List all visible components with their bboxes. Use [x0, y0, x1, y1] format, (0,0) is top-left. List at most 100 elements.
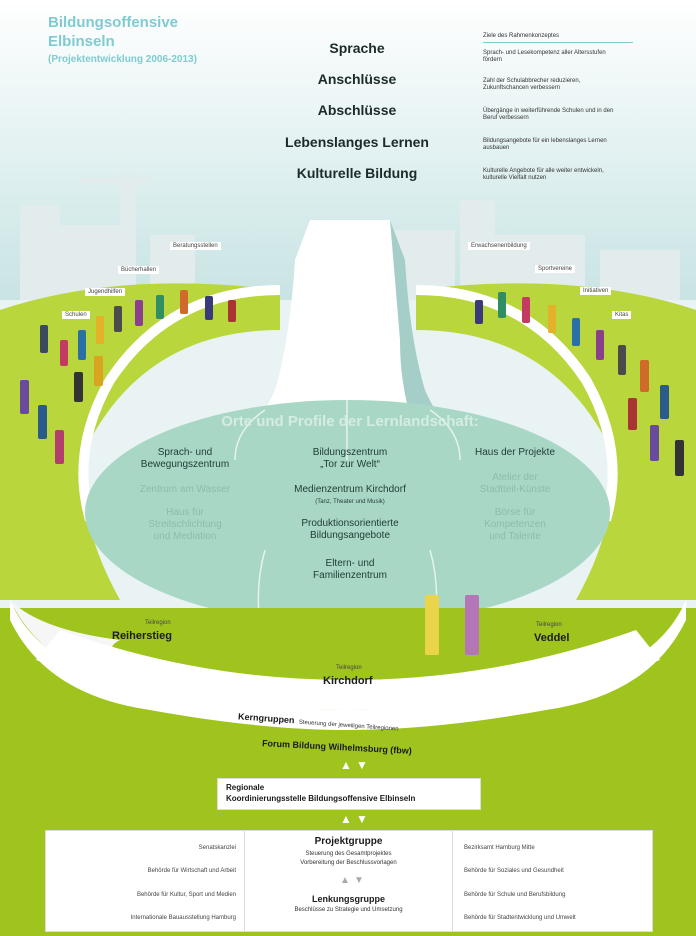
institution-label: Bücherhallen: [118, 266, 160, 274]
region-prefix: Teilregion: [536, 622, 562, 628]
projektgruppe-desc: Steuerung des Gesamtprojektes: [305, 851, 392, 857]
landscape-item: Familienzentrum: [313, 570, 387, 581]
person-figure: [74, 372, 83, 402]
person-figure: [596, 330, 604, 360]
person-figure: [78, 330, 86, 360]
building: [460, 200, 495, 300]
arrow-down-icon: ▼: [354, 875, 364, 886]
authority-label: Internationale Bauausstellung Hamburg: [130, 915, 236, 921]
arrow-up-icon: ▲: [340, 758, 352, 772]
landscape-item: Produktionsorientierte: [301, 518, 399, 529]
institution-label: Kitas: [612, 311, 632, 319]
goal-description: Bildungsangebote für ein lebenslanges Le…: [483, 138, 607, 151]
landscape-item: Atelier der: [492, 472, 538, 483]
goal-label: Anschlüsse: [317, 71, 397, 87]
goal-label: Sprache: [329, 40, 385, 56]
goal-description: Kulturelle Angebote für alle weiter entw…: [483, 168, 604, 181]
institution-label: Sportvereine: [535, 265, 576, 273]
regionale-box: Regionale Koordinierungsstelle Bildungso…: [217, 778, 481, 810]
crane-arm: [80, 178, 150, 184]
institution-label: Schulen: [62, 311, 90, 319]
landscape-item: Bewegungszentrum: [140, 459, 230, 470]
goal-label: Lebenslanges Lernen: [285, 134, 429, 150]
steering-box: Senatskanzlei Behörde für Wirtschaft und…: [45, 830, 653, 932]
institution-label: Jugendhilfen: [85, 288, 126, 296]
person-figure: [618, 345, 626, 375]
goal-label: Abschlüsse: [317, 102, 397, 118]
meadow: [0, 283, 696, 600]
person-figure: [55, 430, 64, 464]
landscape-title: Orte und Profile der Lernlandschaft:: [221, 413, 479, 430]
person-figure: [156, 295, 164, 319]
landscape-item: Kompetenzen: [484, 519, 546, 530]
authority-label: Bezirksamt Hamburg Mitte: [464, 845, 535, 851]
regionale-line-1: Regionale: [226, 783, 265, 792]
lenkungsgruppe-desc: Beschlüsse zu Strategie und Umsetzung: [294, 907, 403, 913]
title-line-2: Elbinseln: [48, 33, 115, 50]
institution-label: Initiativen: [580, 287, 612, 295]
person-figure: [498, 292, 506, 318]
person-figure: [135, 300, 143, 326]
goals-heading: Ziele des Rahmenkonzeptes: [483, 33, 560, 39]
region-band: [10, 600, 686, 730]
authority-label: Senatskanzlei: [198, 845, 236, 851]
goal-description: Übergänge in weiterführende Schulen und …: [483, 108, 614, 121]
building: [20, 205, 60, 300]
landscape-item: Bildungsangebote: [309, 530, 391, 541]
arrow-up-icon: ▲: [340, 812, 352, 826]
region-prefix: Teilregion: [336, 665, 362, 671]
person-figure: [205, 296, 213, 320]
projektgruppe-desc: Vorbereitung der Beschlussvorlagen: [300, 860, 397, 866]
landscape-item: Streitschlichtung: [148, 519, 222, 530]
landscape-item: Haus der Projekte: [474, 447, 556, 458]
authority-label: Behörde für Schule und Berufsbildung: [464, 892, 566, 898]
person-figure: [94, 356, 103, 386]
person-figure: [675, 440, 684, 476]
person-figure: [475, 300, 483, 324]
tower-shape: [240, 220, 460, 430]
landscape-item: Stadtteil-Künste: [479, 484, 551, 495]
goal-label: Kulturelle Bildung: [296, 165, 418, 181]
landscape-item: Bildungszentrum: [312, 447, 388, 458]
region-prefix: Teilregion: [145, 620, 171, 626]
person-figure: [20, 380, 29, 414]
landscape-item: „Tor zur Welt“: [320, 459, 380, 470]
person-figure: [465, 595, 479, 655]
institution-label: Beratungsstellen: [170, 242, 221, 250]
kerngruppen-label: Kerngruppen: [237, 711, 295, 726]
person-figure: [660, 385, 669, 419]
person-figure: [548, 305, 556, 333]
landscape-item: Börse für: [494, 507, 536, 518]
person-figure: [572, 318, 580, 346]
subtitle: (Projektentwicklung 2006-2013): [48, 54, 197, 65]
person-figure: [628, 398, 637, 430]
lenkungsgruppe-title: Lenkungsgruppe: [311, 894, 385, 904]
person-figure: [650, 425, 659, 461]
person-figure: [640, 360, 649, 392]
institution-label: Erwachsenenbildung: [468, 242, 530, 250]
person-figure: [38, 405, 47, 439]
title-line-1: Bildungsoffensive: [48, 14, 179, 31]
person-figure: [180, 290, 188, 314]
person-figure: [228, 300, 236, 322]
projektgruppe-title: Projektgruppe: [314, 836, 383, 847]
arrow-down-icon: ▼: [356, 812, 368, 826]
person-figure: [40, 325, 48, 353]
landscape-item: Medienzentrum Kirchdorf: [294, 484, 406, 495]
region-name: Kirchdorf: [323, 675, 373, 687]
divider: [244, 831, 245, 931]
person-figure: [96, 316, 104, 344]
goal-description: Sprach- und Lesekompetenz aller Altersst…: [483, 50, 606, 63]
goal-description: Zahl der Schulabbrecher reduzieren, Zuku…: [483, 78, 581, 91]
regionale-line-2: Koordinierungsstelle Bildungsoffensive E…: [226, 794, 416, 803]
authority-label: Behörde für Soziales und Gesundheit: [464, 868, 564, 874]
landscape-item: Sprach- und: [157, 447, 213, 458]
person-figure: [425, 595, 439, 655]
landscape-item: (Tanz, Theater und Musik): [315, 499, 385, 505]
authority-label: Behörde für Kultur, Sport und Medien: [136, 892, 236, 898]
person-figure: [114, 306, 122, 332]
landscape-item: Zentrum am Wasser: [139, 484, 231, 495]
arrow-up-icon: ▲: [340, 875, 350, 886]
authority-label: Behörde für Wirtschaft und Arbeit: [147, 868, 236, 874]
